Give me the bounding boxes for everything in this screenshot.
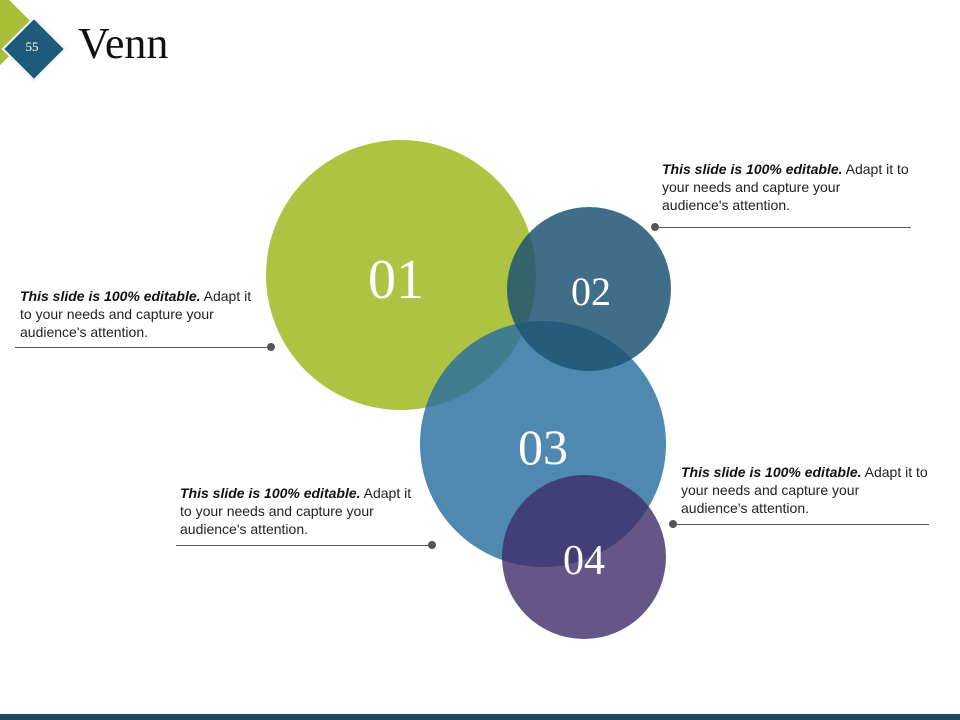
callout-line-2 <box>655 227 911 228</box>
venn-circle-02 <box>507 207 671 371</box>
callout-body-1: Adapt it to your needs and capture your … <box>20 288 252 340</box>
callout-dot-2 <box>651 223 659 231</box>
callout-dot-1 <box>267 343 275 351</box>
callout-dot-3 <box>428 541 436 549</box>
venn-circle-04 <box>502 475 666 639</box>
slide-title: Venn <box>78 19 169 68</box>
callout-text-4: This slide is 100% editable. Adapt it to… <box>681 463 929 517</box>
callout-text-1: This slide is 100% editable. Adapt it to… <box>20 287 265 341</box>
venn-label-02: 02 <box>571 269 611 314</box>
callout-bold-4: This slide is 100% editable. <box>681 464 862 480</box>
callout-bold-1: This slide is 100% editable. <box>20 288 201 304</box>
callout-text-3: This slide is 100% editable. Adapt it to… <box>180 484 425 538</box>
callout-dot-4 <box>669 520 677 528</box>
venn-label-03: 03 <box>518 419 568 475</box>
callout-bold-3: This slide is 100% editable. <box>180 485 361 501</box>
callout-line-4 <box>673 524 929 525</box>
callout-line-1 <box>15 347 271 348</box>
callout-body-3: Adapt it to your needs and capture your … <box>180 485 412 537</box>
venn-label-01: 01 <box>368 249 424 311</box>
callout-bold-2: This slide is 100% editable. <box>662 161 843 177</box>
venn-label-04: 04 <box>563 538 605 584</box>
callout-body-2: Adapt it to your needs and capture your … <box>662 161 909 213</box>
callout-line-3 <box>176 545 432 546</box>
footer-bar <box>0 714 960 720</box>
callout-body-4: Adapt it to your needs and capture your … <box>681 464 928 516</box>
callout-text-2: This slide is 100% editable. Adapt it to… <box>662 160 910 214</box>
page-number: 55 <box>25 39 39 54</box>
